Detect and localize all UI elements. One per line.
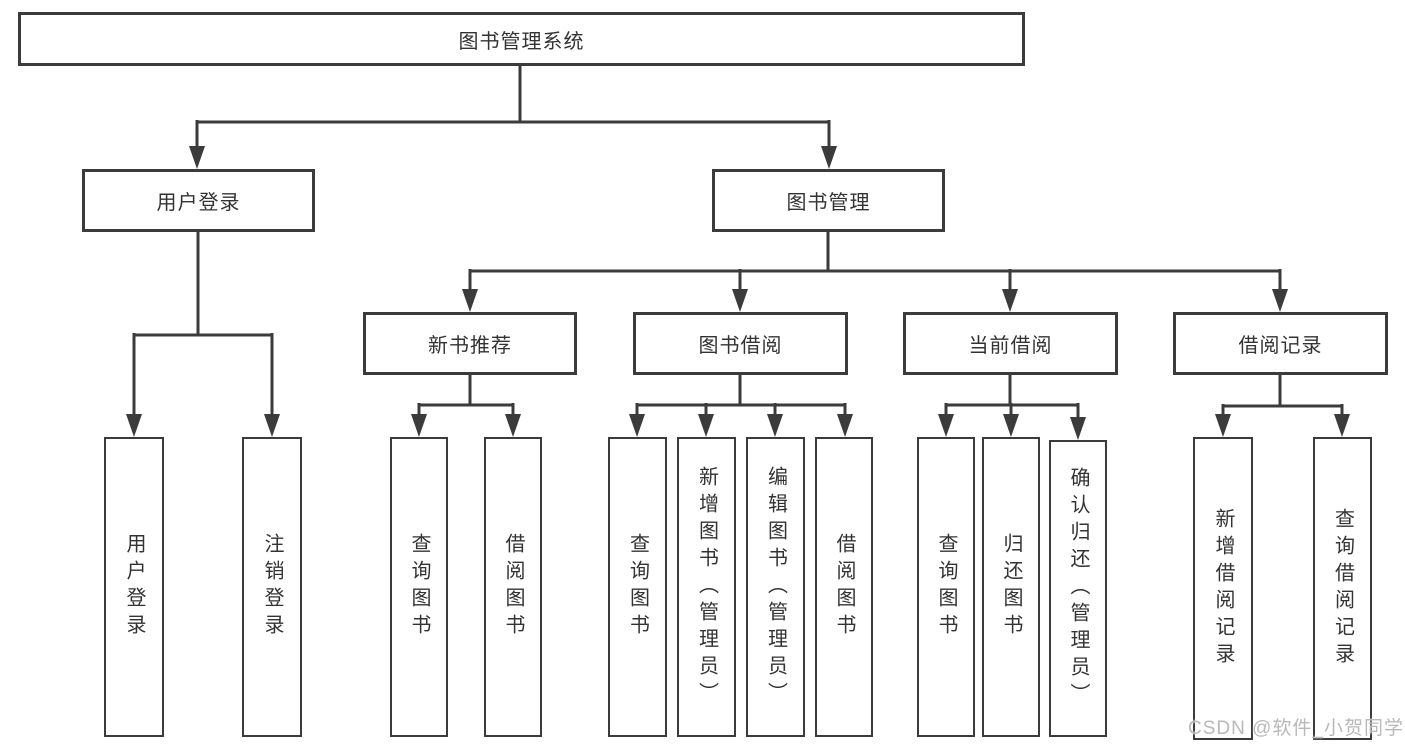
node-label: 借阅记录 — [1238, 335, 1323, 357]
node-query-books-2: 查询图书 — [608, 437, 667, 737]
node-label: 编辑图书（管理员） — [764, 465, 787, 709]
node-query-books-1: 查询图书 — [390, 437, 448, 737]
node-return-books: 归还图书 — [982, 437, 1040, 737]
node-borrow-books-2: 借阅图书 — [815, 437, 873, 737]
node-label: 图书借阅 — [698, 335, 783, 357]
node-label: 借阅图书 — [833, 533, 855, 641]
node-label: 归还图书 — [1000, 533, 1022, 641]
connector-userlogin-to-children — [126, 230, 280, 437]
node-borrow-books-1: 借阅图书 — [484, 437, 542, 737]
node-label: 用户登录 — [156, 192, 241, 214]
node-label: 确认归还（管理员） — [1067, 467, 1089, 710]
node-label: 图书管理系统 — [458, 30, 585, 53]
node-label: 新书推荐 — [428, 335, 512, 357]
node-label: 查询借阅记录 — [1331, 507, 1354, 670]
connector-root-to-level2 — [189, 64, 837, 169]
node-label: 借阅图书 — [502, 533, 524, 641]
node-label: 图书管理 — [786, 192, 871, 214]
node-logout: 注销登录 — [242, 437, 302, 737]
node-user-login-leaf: 用户登录 — [104, 437, 164, 737]
node-user-login: 用户登录 — [82, 169, 315, 232]
node-query-borrow-record: 查询借阅记录 — [1313, 437, 1372, 740]
node-current-borrowing: 当前借阅 — [903, 312, 1118, 375]
node-book-borrowing: 图书借阅 — [633, 312, 848, 375]
connector-current-to-children — [938, 373, 1086, 440]
node-system-root: 图书管理系统 — [18, 12, 1025, 66]
node-label: 当前借阅 — [968, 335, 1053, 357]
connector-records-to-children — [1215, 373, 1350, 437]
node-confirm-return-admin: 确认归还（管理员） — [1049, 440, 1107, 737]
node-add-books-admin: 新增图书（管理员） — [677, 437, 736, 737]
node-label: 查询图书 — [935, 533, 957, 641]
node-label: 查询图书 — [408, 533, 430, 641]
connector-newbook-to-children — [411, 373, 521, 437]
node-borrow-records: 借阅记录 — [1173, 312, 1388, 375]
node-label: 新增借阅记录 — [1212, 507, 1234, 670]
node-new-book-recommend: 新书推荐 — [363, 312, 577, 375]
connector-bookmgmt-to-level3 — [462, 230, 1288, 312]
node-label: 查询图书 — [626, 533, 649, 641]
watermark: CSDN @软件_小贺同学 — [1188, 718, 1404, 739]
node-book-management: 图书管理 — [712, 169, 945, 232]
node-add-borrow-record: 新增借阅记录 — [1193, 437, 1253, 740]
node-label: 新增图书（管理员） — [695, 465, 718, 709]
node-query-books-3: 查询图书 — [917, 437, 975, 737]
node-label: 注销登录 — [261, 533, 283, 641]
connector-borrow-to-children — [629, 373, 853, 437]
node-label: 用户登录 — [123, 533, 145, 641]
node-edit-books-admin: 编辑图书（管理员） — [746, 437, 805, 737]
